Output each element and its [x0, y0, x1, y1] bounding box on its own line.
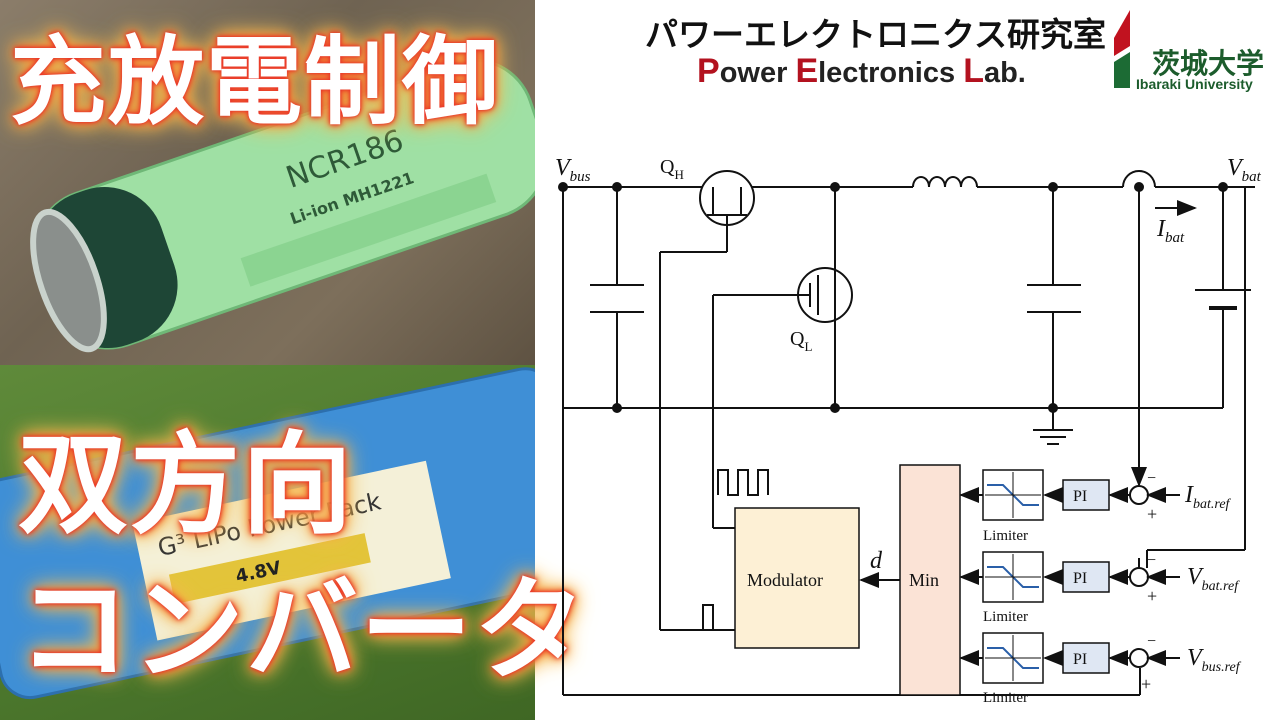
title-line-1: 充放電制御 — [10, 26, 500, 138]
university-name-english: Ibaraki University — [1136, 76, 1253, 92]
min-label: Min — [909, 570, 939, 590]
duty-label: d — [870, 548, 883, 574]
pack-voltage-band — [168, 533, 371, 605]
university-name-japanese: 茨城大学 — [1152, 47, 1265, 80]
title-line-2: 双方向 — [18, 421, 354, 549]
modulator-label: Modulator — [747, 570, 823, 590]
battery-fine-print — [240, 173, 497, 287]
limiter-label-3: Limiter — [983, 690, 1028, 706]
limiter-label-1: Limiter — [983, 528, 1028, 544]
pi-label-3: PI — [1073, 651, 1087, 668]
v-bus-label: Vbus — [555, 155, 591, 185]
v-bat-ref-label: Vbat.ref — [1187, 564, 1240, 594]
pi-label-2: PI — [1073, 570, 1087, 587]
pi-label-1: PI — [1073, 488, 1087, 505]
battery-cell-illustration: NCR186 Li-ion MH1221 — [30, 58, 535, 353]
plus-sign-2: + — [1147, 586, 1157, 606]
limiter-curves — [985, 472, 1041, 681]
q-l-label: QL — [790, 328, 812, 354]
modulator-block — [734, 507, 860, 649]
lipo-pack-photo: G³ LiPo Power Pack 4.8V — [0, 365, 535, 720]
lipo-pack-illustration: G³ LiPo Power Pack 4.8V — [0, 367, 535, 700]
bidirectional-converter-circuit: Vbus Vbat Ibat QH QL d Modulator Min PI … — [555, 155, 1262, 706]
plus-sign-1: + — [1147, 504, 1157, 524]
minus-sign-1: − — [1147, 470, 1156, 487]
battery-cell-photo: NCR186 Li-ion MH1221 — [0, 0, 535, 365]
min-block — [899, 464, 961, 696]
ibaraki-university-logo-icon — [1114, 10, 1130, 88]
v-bus-ref-label: Vbus.ref — [1187, 645, 1242, 675]
i-bat-ref-label: Ibat.ref — [1184, 482, 1232, 512]
limiter-label-2: Limiter — [983, 609, 1028, 625]
lab-name-japanese: パワーエレクトロニクス研究室 — [645, 15, 1107, 54]
q-h-label: QH — [660, 156, 684, 182]
minus-sign-2: − — [1147, 552, 1156, 569]
v-bat-label: Vbat — [1227, 155, 1262, 185]
pi-blocks — [1062, 479, 1110, 674]
battery-terminal — [30, 208, 107, 353]
plus-sign-3: + — [1141, 674, 1151, 694]
lab-name-english: Power Electronics Lab. — [697, 52, 1026, 90]
node-dots — [558, 182, 1228, 413]
i-bat-label: Ibat — [1156, 216, 1185, 246]
title-line-3: コンバータ — [18, 566, 588, 696]
minus-sign-3: − — [1147, 633, 1156, 650]
